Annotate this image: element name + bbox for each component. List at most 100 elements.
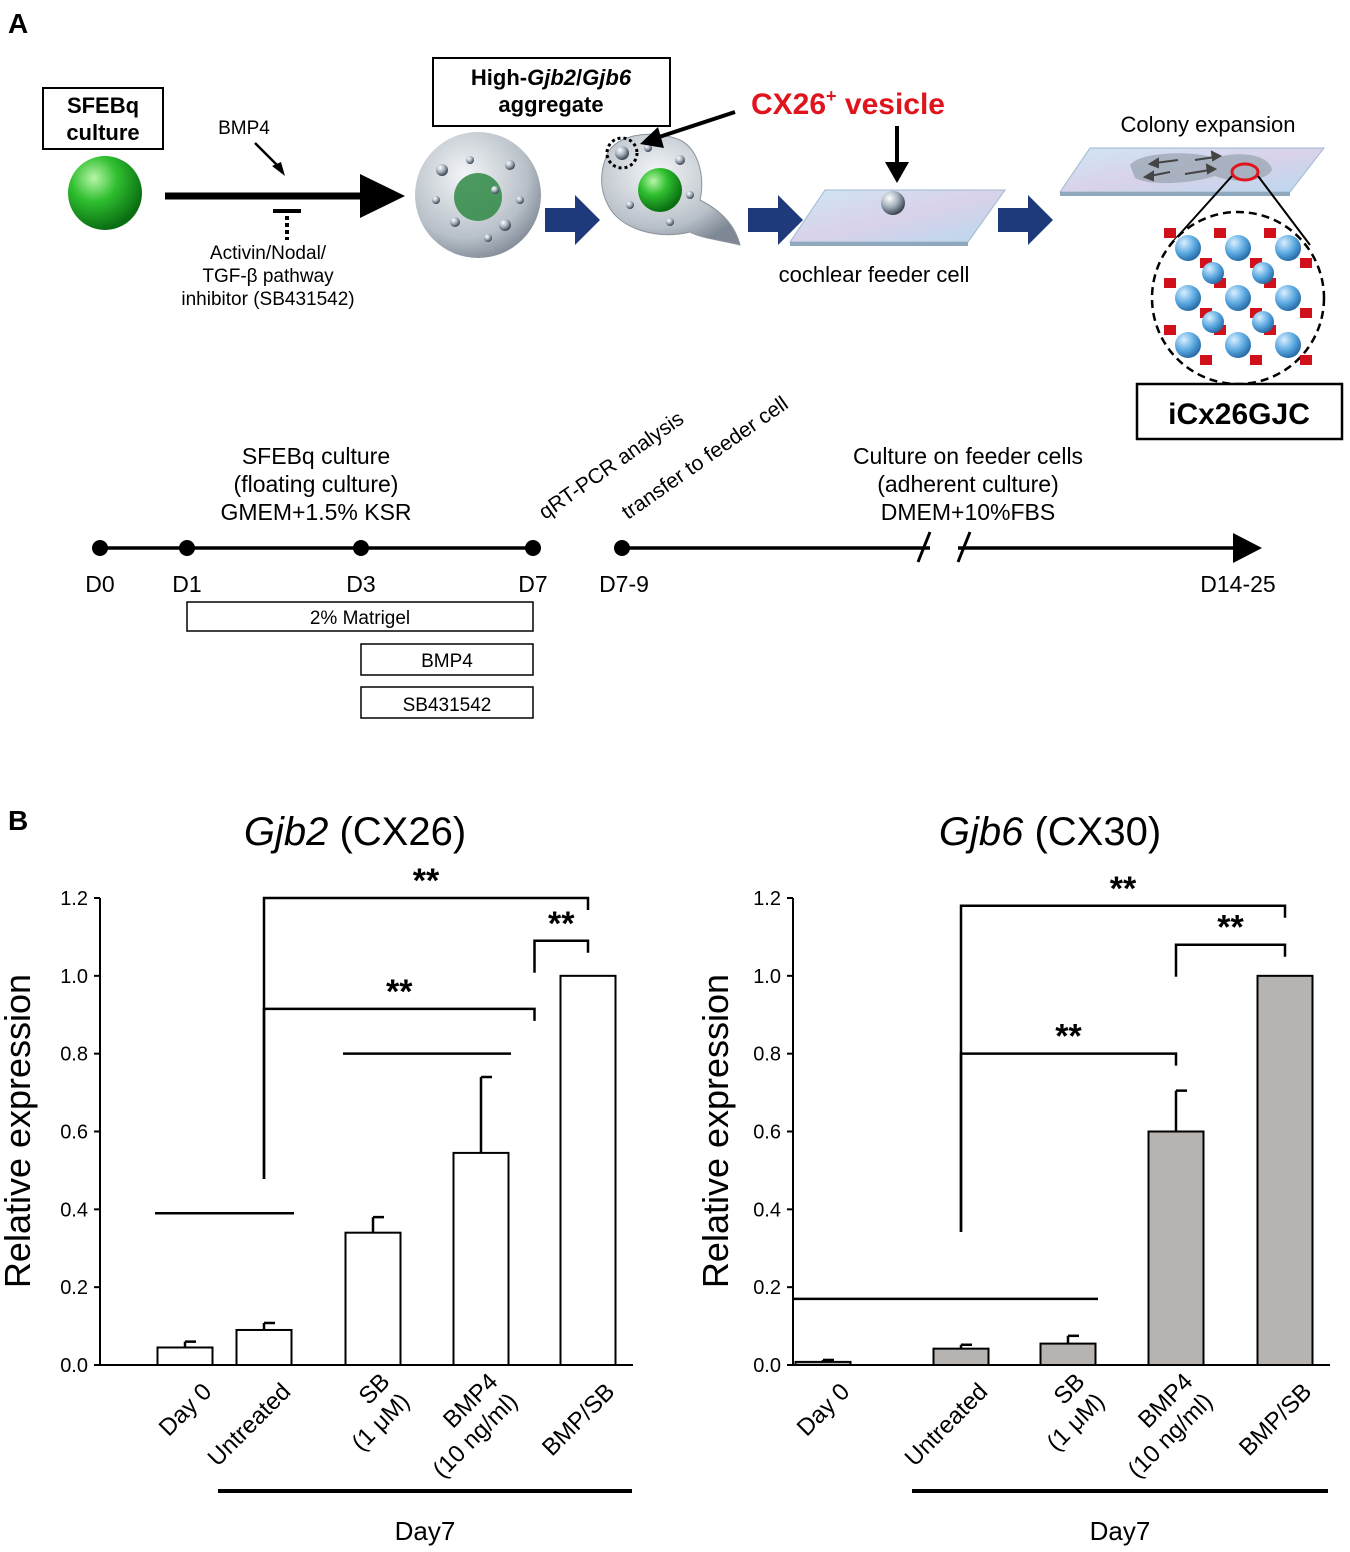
connexon-mark xyxy=(1164,278,1176,288)
significance-bracket xyxy=(262,1007,536,1179)
y-tick-label: 1.2 xyxy=(60,888,88,910)
connexon-mark xyxy=(1250,258,1262,268)
chevron-arrow-2 xyxy=(748,195,803,245)
chart-title-protein: (CX30) xyxy=(1023,810,1161,854)
bmp4-bar xyxy=(360,643,534,676)
vesicle-pointer-line xyxy=(649,110,736,142)
connexon-mark xyxy=(1250,355,1262,365)
x-category-line: BMP/SB xyxy=(537,1378,620,1461)
bar xyxy=(452,1151,510,1367)
connexon-mark xyxy=(1264,228,1276,238)
chart-title: Gjb2 (CX26) xyxy=(244,810,466,854)
chart-title-protein: (CX26) xyxy=(328,810,466,854)
cell-nucleus xyxy=(1175,332,1201,358)
chevron-arrow-3 xyxy=(998,195,1053,245)
connexon-mark xyxy=(1300,355,1312,365)
y-axis-label: Relative expression xyxy=(0,974,38,1288)
day-d14-25: D14-25 xyxy=(1200,571,1275,597)
cell-nucleus xyxy=(1175,235,1201,261)
significance-label: ** xyxy=(413,862,440,900)
sb431542-bar xyxy=(360,686,534,719)
chart-title-gene: Gjb2 xyxy=(244,810,329,854)
bar xyxy=(344,1231,402,1367)
panel-b-letter: B xyxy=(8,805,28,836)
x-category-line: Untreated xyxy=(203,1378,297,1472)
aggregate-box-line2: aggregate xyxy=(498,92,603,117)
bar xyxy=(559,974,617,1366)
bar xyxy=(1039,1342,1097,1366)
stage1-line3: GMEM+1.5% KSR xyxy=(220,499,411,525)
rotated-transfer: transfer to feeder cell xyxy=(618,392,793,524)
bmp4-bar-label: BMP4 xyxy=(421,651,473,672)
chart-gjb6: Gjb6 (CX30)Relative expression0.00.20.40… xyxy=(695,810,1330,1546)
x-category-label: BMP4(10 ng/ml) xyxy=(408,1368,523,1483)
inhibitor-line1: Activin/Nodal/ xyxy=(210,243,327,264)
cell-nucleus xyxy=(1202,311,1224,333)
significance-label: ** xyxy=(1055,1018,1082,1056)
cx26-vesicle-label: CX26+ vesicle xyxy=(751,86,945,121)
colony-label: Colony expansion xyxy=(1121,112,1296,137)
cell-nucleus xyxy=(1225,235,1251,261)
y-tick-label: 0.8 xyxy=(753,1044,781,1066)
connexon-mark xyxy=(1300,258,1312,268)
x-category-label: BMP4(10 ng/ml) xyxy=(1103,1368,1218,1483)
cell-nucleus xyxy=(1225,285,1251,311)
opened-aggregate-core xyxy=(638,168,682,212)
y-tick-label: 0.4 xyxy=(753,1199,781,1221)
x-category-label: Day 0 xyxy=(792,1378,855,1441)
aggregate-box xyxy=(432,57,671,127)
sb431542-bar-label: SB431542 xyxy=(403,695,492,716)
dotted-vesicle-marker xyxy=(605,136,639,170)
bar xyxy=(932,1347,990,1367)
gap-junction-lattice xyxy=(1164,228,1312,365)
cell-nucleus xyxy=(1275,285,1301,311)
cell-nucleus xyxy=(1202,262,1224,284)
connexon-mark xyxy=(1200,308,1212,318)
colony-highlight-ring xyxy=(1230,162,1260,182)
significance-label: ** xyxy=(1110,870,1137,908)
bmp4-pointer xyxy=(254,142,281,169)
significance-bracket xyxy=(959,1052,1178,1232)
sfebq-box-line2: culture xyxy=(66,120,139,145)
connexon-mark xyxy=(1164,325,1176,335)
significance-label: ** xyxy=(548,905,575,943)
day-d7: D7 xyxy=(518,571,547,597)
bmp4-label: BMP4 xyxy=(218,118,270,139)
stage1-line2: (floating culture) xyxy=(234,471,399,497)
chart-title-gene: Gjb6 xyxy=(939,810,1024,854)
inhibitor-line3: inhibitor (SB431542) xyxy=(181,289,354,310)
stage2-line3: DMEM+10%FBS xyxy=(881,499,1055,525)
x-category-label: SB(1 μM) xyxy=(327,1368,415,1456)
cell-nucleus xyxy=(1252,262,1274,284)
rotated-qrtpcr: qRT-PCR analysis xyxy=(535,407,688,524)
y-tick-label: 0.6 xyxy=(60,1122,88,1144)
transferred-vesicle xyxy=(881,191,905,215)
x-category-line: Day 0 xyxy=(154,1378,217,1441)
expansion-arrows xyxy=(1142,150,1223,182)
connexon-mark xyxy=(1200,355,1212,365)
connexon-mark xyxy=(1214,228,1226,238)
y-axis-label: Relative expression xyxy=(695,974,736,1288)
x-category-label: Untreated xyxy=(900,1378,994,1472)
connexon-mark xyxy=(1250,308,1262,318)
timeline-break-1 xyxy=(916,531,932,563)
icx26gjc-box xyxy=(1135,382,1344,441)
aggregate-vesicles xyxy=(432,156,524,242)
x-category-line: Untreated xyxy=(900,1378,994,1472)
y-tick-label: 0.2 xyxy=(60,1277,88,1299)
bar xyxy=(1256,974,1314,1366)
y-tick-label: 0.6 xyxy=(753,1122,781,1144)
inhibitor-line2: TGF-β pathway xyxy=(202,266,334,287)
down-arrow-head xyxy=(885,162,909,183)
chevron-arrow-1 xyxy=(545,195,600,245)
significance-bracket xyxy=(959,904,1287,1232)
cell-nucleus xyxy=(1225,332,1251,358)
connexon-mark xyxy=(1164,228,1176,238)
y-tick-label: 1.2 xyxy=(753,888,781,910)
y-tick-label: 0.8 xyxy=(60,1044,88,1066)
day-d7-9: D7-9 xyxy=(599,571,649,597)
timeline-break-2 xyxy=(956,531,972,563)
matrigel-label: 2% Matrigel xyxy=(310,608,410,629)
bar xyxy=(1147,1130,1205,1366)
